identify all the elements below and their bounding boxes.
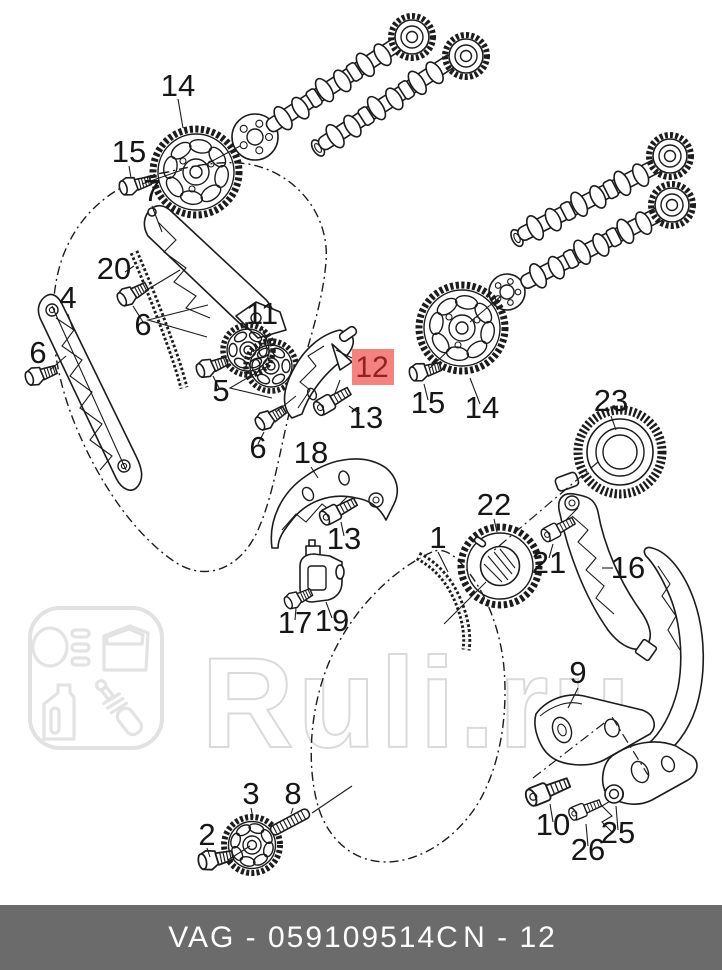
part-label-15: 15 <box>411 385 445 420</box>
part-label-12-selected: 12 <box>355 351 388 384</box>
part-label-21: 21 <box>532 545 566 580</box>
part-11-double-sprocket <box>145 304 296 399</box>
part-26-bolt <box>566 796 604 823</box>
part-label-14: 14 <box>465 390 499 425</box>
part-label-13: 13 <box>349 400 383 435</box>
part-18-guide-shoe <box>270 458 399 549</box>
part-label-23: 23 <box>594 383 628 418</box>
part-label-9: 9 <box>569 655 586 690</box>
part-label-19: 19 <box>315 603 349 638</box>
part-8-stud <box>269 808 311 836</box>
part-label-6: 6 <box>134 307 151 342</box>
part-label-8: 8 <box>284 776 301 811</box>
part-9-bracket <box>534 694 655 766</box>
footer-bar: VAG - 059109514C N - 12 <box>0 905 722 970</box>
diagram-art <box>22 16 705 873</box>
part-10-bolt <box>522 773 573 809</box>
part-label-25: 25 <box>601 815 635 850</box>
part-label-14: 14 <box>161 68 195 103</box>
part-label-6: 6 <box>29 335 46 370</box>
chain-loop-left <box>52 162 327 573</box>
camshaft-pair-exhaust <box>488 135 693 311</box>
part-16-guide-rail <box>554 471 658 662</box>
shock-absorber-icon <box>94 679 144 737</box>
part-20-chain <box>129 250 189 390</box>
selected-part-highlight <box>352 349 394 385</box>
chain-loop-bottom <box>310 549 506 863</box>
part-13-bolt-a <box>310 383 354 419</box>
part-label-17: 17 <box>278 605 312 640</box>
outer-guide-rail <box>601 546 705 841</box>
part-label-11: 11 <box>246 296 278 331</box>
part-label-6: 6 <box>249 430 266 465</box>
part-label-7: 7 <box>143 173 160 208</box>
part-label-10: 10 <box>536 807 570 842</box>
part-25-spacer <box>604 784 625 804</box>
watermark-logo <box>28 606 164 750</box>
footer-page-code: N - 12 <box>463 921 557 954</box>
part-22-sprocket <box>457 523 543 609</box>
part-label-22: 22 <box>477 487 511 522</box>
part-label-1: 1 <box>429 520 446 555</box>
part-label-5: 5 <box>212 373 229 408</box>
part-labels: 12 14 15 7 20 6 4 6 11 5 13 6 15 14 23 2… <box>29 68 645 867</box>
part-label-3: 3 <box>242 776 259 811</box>
part-4-chain-guide <box>37 293 143 491</box>
part-label-15: 15 <box>112 134 146 169</box>
part-label-20: 20 <box>97 251 131 286</box>
part-label-18: 18 <box>294 435 328 470</box>
footer-catalog-code: VAG - 059109514C <box>168 921 460 954</box>
car-door-icon <box>102 624 150 672</box>
part-14-sprocket-right <box>419 285 505 371</box>
camshaft-pair-intake <box>231 16 487 161</box>
headlight-icon <box>31 626 91 668</box>
part-label-26: 26 <box>571 832 605 867</box>
footer-background <box>0 905 722 970</box>
oil-canister-icon <box>42 683 76 741</box>
part-7-tensioner-rail <box>143 204 287 339</box>
part-23-toothed-hub <box>573 405 667 499</box>
part-label-4: 4 <box>59 280 76 315</box>
part-label-13: 13 <box>327 521 361 556</box>
part-label-2: 2 <box>198 817 215 852</box>
part-label-16: 16 <box>611 550 645 585</box>
leader-lines <box>49 98 649 861</box>
